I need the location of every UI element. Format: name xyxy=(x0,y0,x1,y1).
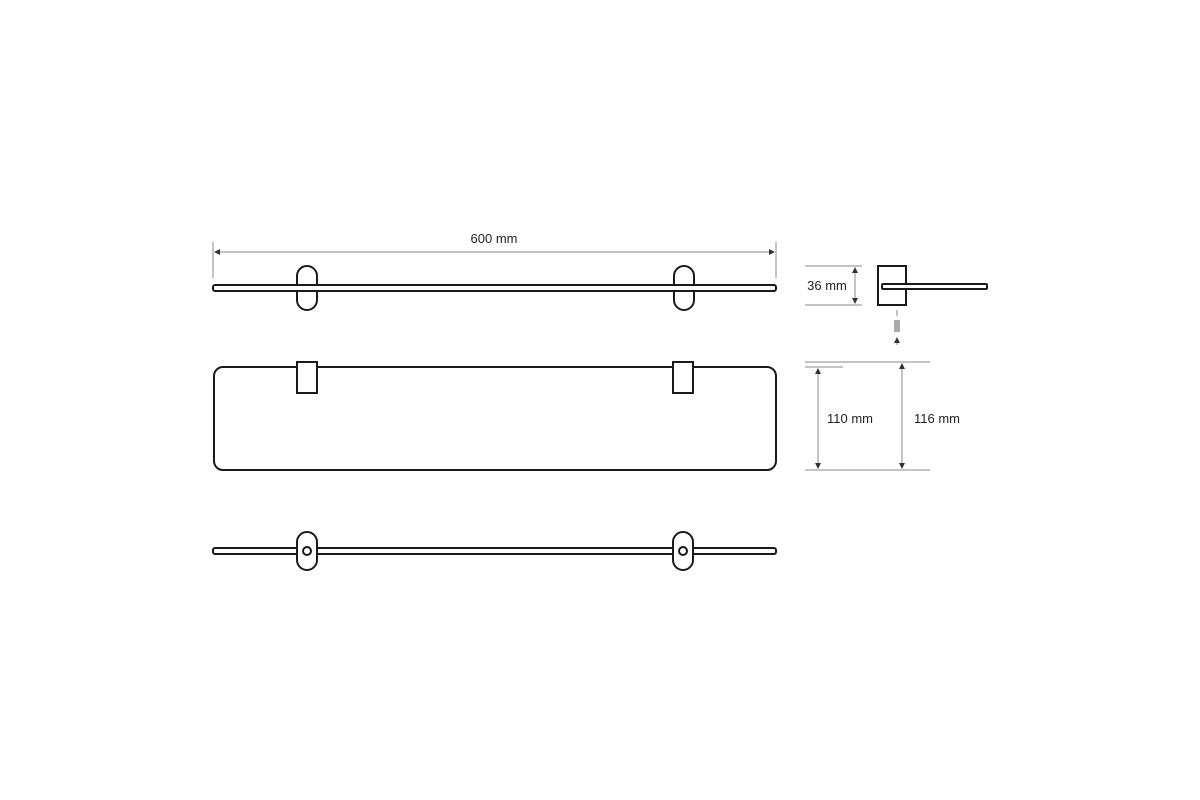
bracket-right xyxy=(672,361,694,394)
screw-hole xyxy=(678,546,688,556)
bracket-right xyxy=(672,531,694,571)
plan-view xyxy=(213,361,777,471)
side-view: 36 mm 110 mm 116 mm xyxy=(805,265,988,471)
glass-edge xyxy=(212,284,777,292)
bottom-view xyxy=(212,531,777,571)
screw-hole xyxy=(302,546,312,556)
glass-edge xyxy=(212,547,777,555)
bracket-left xyxy=(296,531,318,571)
top-view: 600 mm xyxy=(212,231,777,311)
glass-panel xyxy=(213,366,777,471)
glass-edge xyxy=(881,283,988,290)
bracket-left xyxy=(296,361,318,394)
screw-icon xyxy=(894,320,900,332)
height-label: 36 mm xyxy=(807,278,847,293)
depth-total-label: 116 mm xyxy=(914,411,960,426)
depth-glass-label: 110 mm xyxy=(827,411,873,426)
length-label: 600 mm xyxy=(471,231,518,246)
